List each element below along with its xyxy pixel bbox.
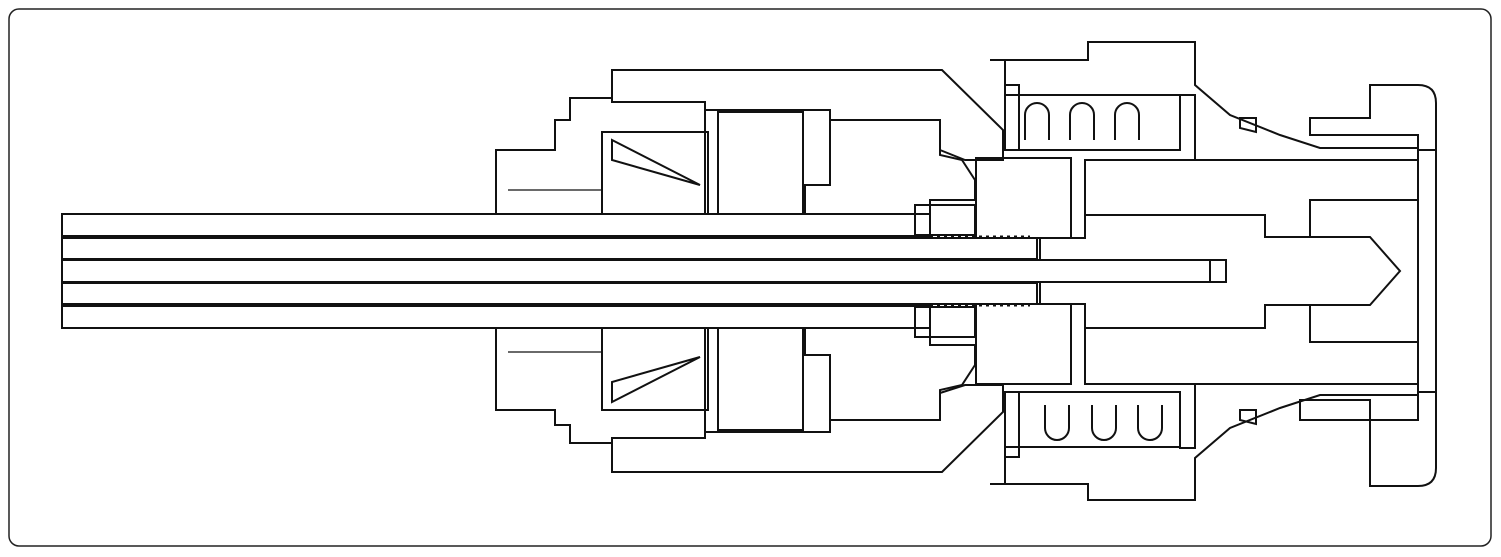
notch-top xyxy=(1239,117,1257,134)
cable xyxy=(61,213,1227,329)
seal-bottom xyxy=(914,306,976,338)
frame-border xyxy=(8,8,1492,547)
gland-ring-bottom xyxy=(717,327,804,431)
front-face xyxy=(1417,149,1437,393)
spring-bottom xyxy=(1044,405,1163,441)
notch-bottom xyxy=(1239,409,1257,426)
cable-braid-top xyxy=(61,237,1038,260)
spring-stop-bottom xyxy=(1004,391,1020,458)
coupling-sleeve-top xyxy=(990,41,1419,161)
spring-stop-top xyxy=(1004,84,1020,151)
insert-body-bottom xyxy=(804,327,976,421)
front-nut-bottom xyxy=(1299,391,1437,487)
carrier-block-top xyxy=(975,157,1072,239)
spring-top xyxy=(1024,102,1140,140)
contact-sleeve-bottom xyxy=(1084,304,1419,385)
ferrule-wedge-cut-top xyxy=(611,138,701,186)
ferrule-wedge-top xyxy=(601,131,709,215)
front-nut-top xyxy=(1309,84,1437,151)
ferrule-wedge-bottom xyxy=(601,327,709,411)
clamp-nut-bottom xyxy=(495,327,706,444)
spring-chamber-top xyxy=(1004,94,1181,151)
cable-core xyxy=(61,259,1211,283)
contact-sleeve-top xyxy=(1084,159,1419,238)
cable-braid-bottom xyxy=(61,282,1038,305)
center-pin xyxy=(1039,214,1402,329)
gland-ring-top xyxy=(717,111,804,215)
body-housing-top xyxy=(611,69,1004,161)
body-housing-bottom xyxy=(611,384,1004,473)
ferrule-wedge-cut-bottom xyxy=(611,356,701,404)
coupling-sleeve-bottom xyxy=(990,383,1419,501)
cable-jacket-top xyxy=(61,213,931,237)
carrier-block-bottom xyxy=(975,303,1072,385)
seal-top xyxy=(914,204,976,236)
insert-body-top xyxy=(804,119,976,215)
cable-jacket-bottom xyxy=(61,305,931,329)
clamp-nut-top xyxy=(495,97,706,215)
core-tip xyxy=(1209,259,1227,283)
